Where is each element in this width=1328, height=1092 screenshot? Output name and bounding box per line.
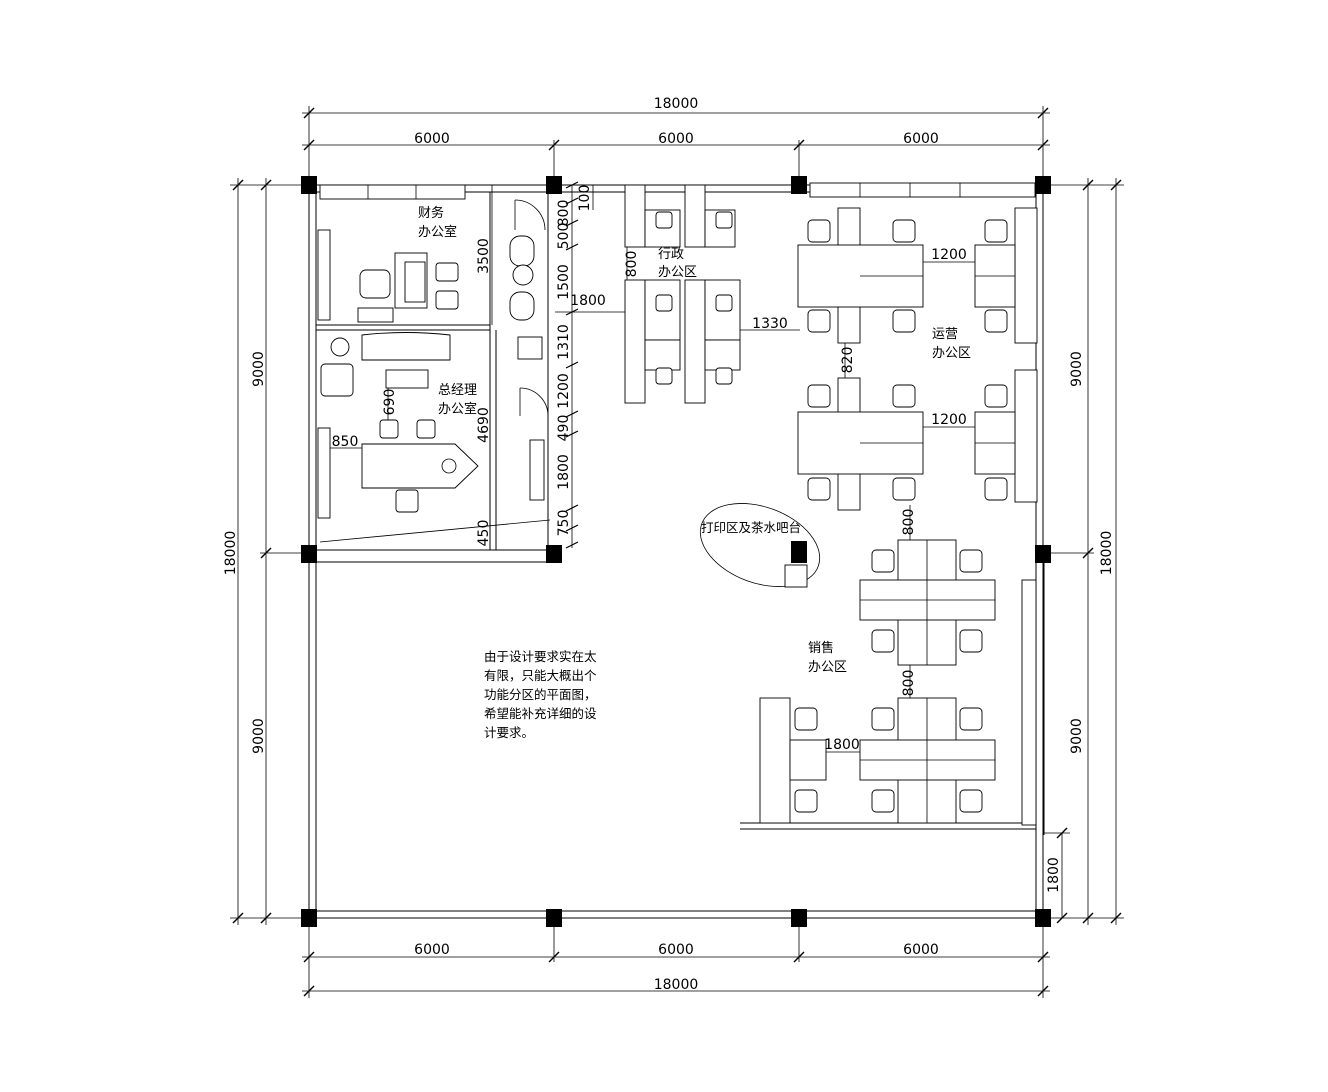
note-line-4: 希望能补充详细的设 <box>484 706 597 721</box>
ops-label-1: 运营 <box>932 327 958 342</box>
dim-sales-gap-b: 800 <box>901 670 917 697</box>
gm-office <box>317 332 551 543</box>
dim-right-extra: 1800 <box>1046 857 1062 893</box>
print-tea-area <box>699 503 821 588</box>
dim-admin-gap: 800 <box>624 251 640 278</box>
dim-gm-desk-side: 850 <box>332 434 359 450</box>
dim-right-lower: 9000 <box>1069 718 1085 754</box>
design-note: 由于设计要求实在太 有限，只能大概出个 功能分区的平面图， 希望能补充详细的设 … <box>484 649 597 740</box>
note-line-3: 功能分区的平面图， <box>484 687 597 702</box>
dim-ops-gap-a: 1200 <box>931 247 967 263</box>
dimension-lines <box>230 106 1124 998</box>
admin-label-1: 行政 <box>658 247 684 262</box>
dim-corridor-4: 1310 <box>556 324 572 360</box>
admin-workstations <box>624 184 741 404</box>
note-line-2: 有限，只能大概出个 <box>484 668 597 683</box>
dim-bottom-bay-2: 6000 <box>658 942 694 958</box>
dim-gm-desk-gap: 690 <box>382 389 398 416</box>
dim-corridor-top: 100 <box>577 185 593 212</box>
dim-bottom-bay-1: 6000 <box>414 942 450 958</box>
sales-workstations <box>759 539 1037 826</box>
admin-label-2: 办公区 <box>658 265 697 280</box>
dim-right-upper: 9000 <box>1069 351 1085 387</box>
dim-sales-gap-a: 800 <box>901 509 917 536</box>
dim-left-total: 18000 <box>223 531 239 576</box>
dim-admin-aisle: 1330 <box>752 316 788 332</box>
dim-corridor-2: 500 <box>556 223 572 250</box>
dim-ops-gap-b: 1200 <box>931 412 967 428</box>
dim-corridor-7: 1800 <box>556 454 572 490</box>
dim-corridor-8: 750 <box>556 510 572 537</box>
dim-right-total: 18000 <box>1099 531 1115 576</box>
dim-top-bay-2: 6000 <box>658 131 694 147</box>
finance-label-1: 财务 <box>418 205 444 221</box>
dim-bottom-total: 18000 <box>654 977 699 993</box>
ops-label-2: 办公区 <box>932 346 971 361</box>
sales-label-2: 办公区 <box>808 660 847 675</box>
dim-top-bay-1: 6000 <box>414 131 450 147</box>
dim-top-total: 18000 <box>654 96 699 112</box>
note-line-5: 计要求。 <box>484 725 534 740</box>
dim-corridor-1: 800 <box>556 200 572 227</box>
dim-corridor-5: 1200 <box>556 373 572 409</box>
corridor <box>509 199 549 501</box>
sales-label-1: 销售 <box>808 640 834 656</box>
finance-label-2: 办公室 <box>418 224 457 240</box>
finance-office <box>317 184 466 323</box>
dim-corridor-6: 490 <box>556 415 572 442</box>
dim-left-lower: 9000 <box>251 718 267 754</box>
dim-corridor-width: 1800 <box>570 293 606 309</box>
structural-columns <box>301 176 1051 927</box>
dim-sales-aisle: 1800 <box>824 737 860 753</box>
dim-finance-depth: 3500 <box>476 238 492 274</box>
dim-gm-depth: 4690 <box>476 407 492 443</box>
dim-corridor-3: 1500 <box>556 264 572 300</box>
gm-label-2: 办公室 <box>438 401 477 417</box>
room-labels: 财务 办公室 总经理 办公室 行政 办公区 运营 办公区 销售 办公区 打印区及… <box>418 205 971 675</box>
gm-label-1: 总经理 <box>438 383 477 398</box>
ops-workstations <box>797 182 1038 511</box>
dim-ops-row-gap: 820 <box>840 347 856 374</box>
dim-bottom-bay-3: 6000 <box>903 942 939 958</box>
dim-left-upper: 9000 <box>251 351 267 387</box>
print-tea-label: 打印区及茶水吧台 <box>701 520 801 535</box>
dim-top-bay-3: 6000 <box>903 131 939 147</box>
note-line-1: 由于设计要求实在太 <box>484 649 597 664</box>
